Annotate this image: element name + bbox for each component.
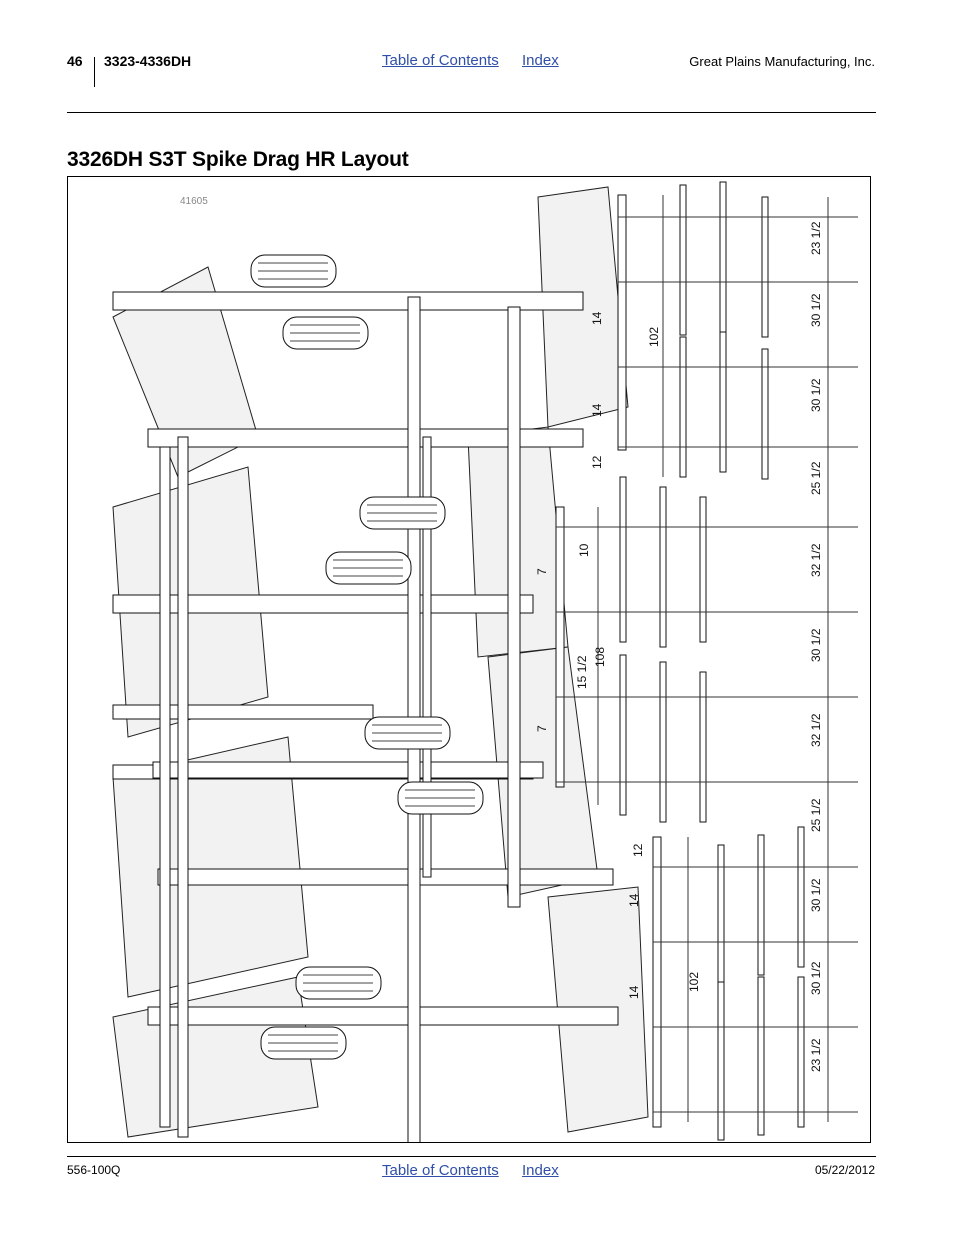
dim-label: 108 bbox=[593, 647, 607, 667]
model-range: 3323-4336DH bbox=[104, 53, 192, 69]
drag-arms bbox=[556, 216, 858, 1113]
dim-label: 25 1/2 bbox=[809, 461, 823, 495]
dim-label: 14 bbox=[627, 985, 641, 999]
dim-label: 10 bbox=[577, 543, 591, 557]
dim-label: 102 bbox=[687, 972, 701, 992]
dim-label: 14 bbox=[590, 403, 604, 417]
footer-rule bbox=[67, 1156, 876, 1157]
dim-label: 30 1/2 bbox=[809, 628, 823, 662]
dimension-lines bbox=[597, 195, 829, 1122]
index-link-bottom[interactable]: Index bbox=[522, 1162, 559, 1179]
dim-label: 23 1/2 bbox=[809, 1038, 823, 1072]
section-title: 3326DH S3T Spike Drag HR Layout bbox=[67, 148, 409, 171]
dim-label: 30 1/2 bbox=[809, 293, 823, 327]
dim-label: 15 1/2 bbox=[575, 655, 589, 689]
layout-figure: 41605 bbox=[67, 176, 871, 1143]
publication-date: 05/22/2012 bbox=[814, 1163, 875, 1177]
dim-label: 7 bbox=[535, 568, 549, 575]
dim-label: 12 bbox=[590, 455, 604, 469]
dim-label: 14 bbox=[590, 311, 604, 325]
index-link-top[interactable]: Index bbox=[522, 52, 559, 69]
drag-toolbars bbox=[555, 194, 662, 1128]
figure-id: 41605 bbox=[180, 196, 208, 207]
toc-link-top[interactable]: Table of Contents bbox=[382, 52, 499, 69]
dim-label: 32 1/2 bbox=[809, 713, 823, 747]
header-divider bbox=[94, 57, 95, 87]
dim-label: 23 1/2 bbox=[809, 221, 823, 255]
dim-label: 7 bbox=[535, 725, 549, 732]
dim-label: 30 1/2 bbox=[809, 878, 823, 912]
dim-label: 14 bbox=[627, 893, 641, 907]
dimension-labels: 23 1/2 30 1/2 30 1/2 25 1/2 32 1/2 30 1/… bbox=[535, 221, 823, 1072]
spike-bars bbox=[619, 181, 805, 1141]
dim-label: 32 1/2 bbox=[809, 543, 823, 577]
dim-label: 30 1/2 bbox=[809, 378, 823, 412]
document-number: 556-100Q bbox=[67, 1163, 121, 1177]
dim-label: 25 1/2 bbox=[809, 798, 823, 832]
dim-label: 12 bbox=[631, 843, 645, 857]
toc-link-bottom[interactable]: Table of Contents bbox=[382, 1162, 499, 1179]
page-number: 46 bbox=[67, 53, 83, 69]
dim-label: 102 bbox=[647, 327, 661, 347]
spike-drag-drawing: 23 1/2 30 1/2 30 1/2 25 1/2 32 1/2 30 1/… bbox=[112, 181, 858, 1142]
main-frame bbox=[112, 291, 619, 1142]
header-rule bbox=[67, 112, 876, 113]
company-name: Great Plains Manufacturing, Inc. bbox=[689, 54, 875, 69]
wheel-treads bbox=[258, 262, 475, 1052]
dim-label: 30 1/2 bbox=[809, 961, 823, 995]
